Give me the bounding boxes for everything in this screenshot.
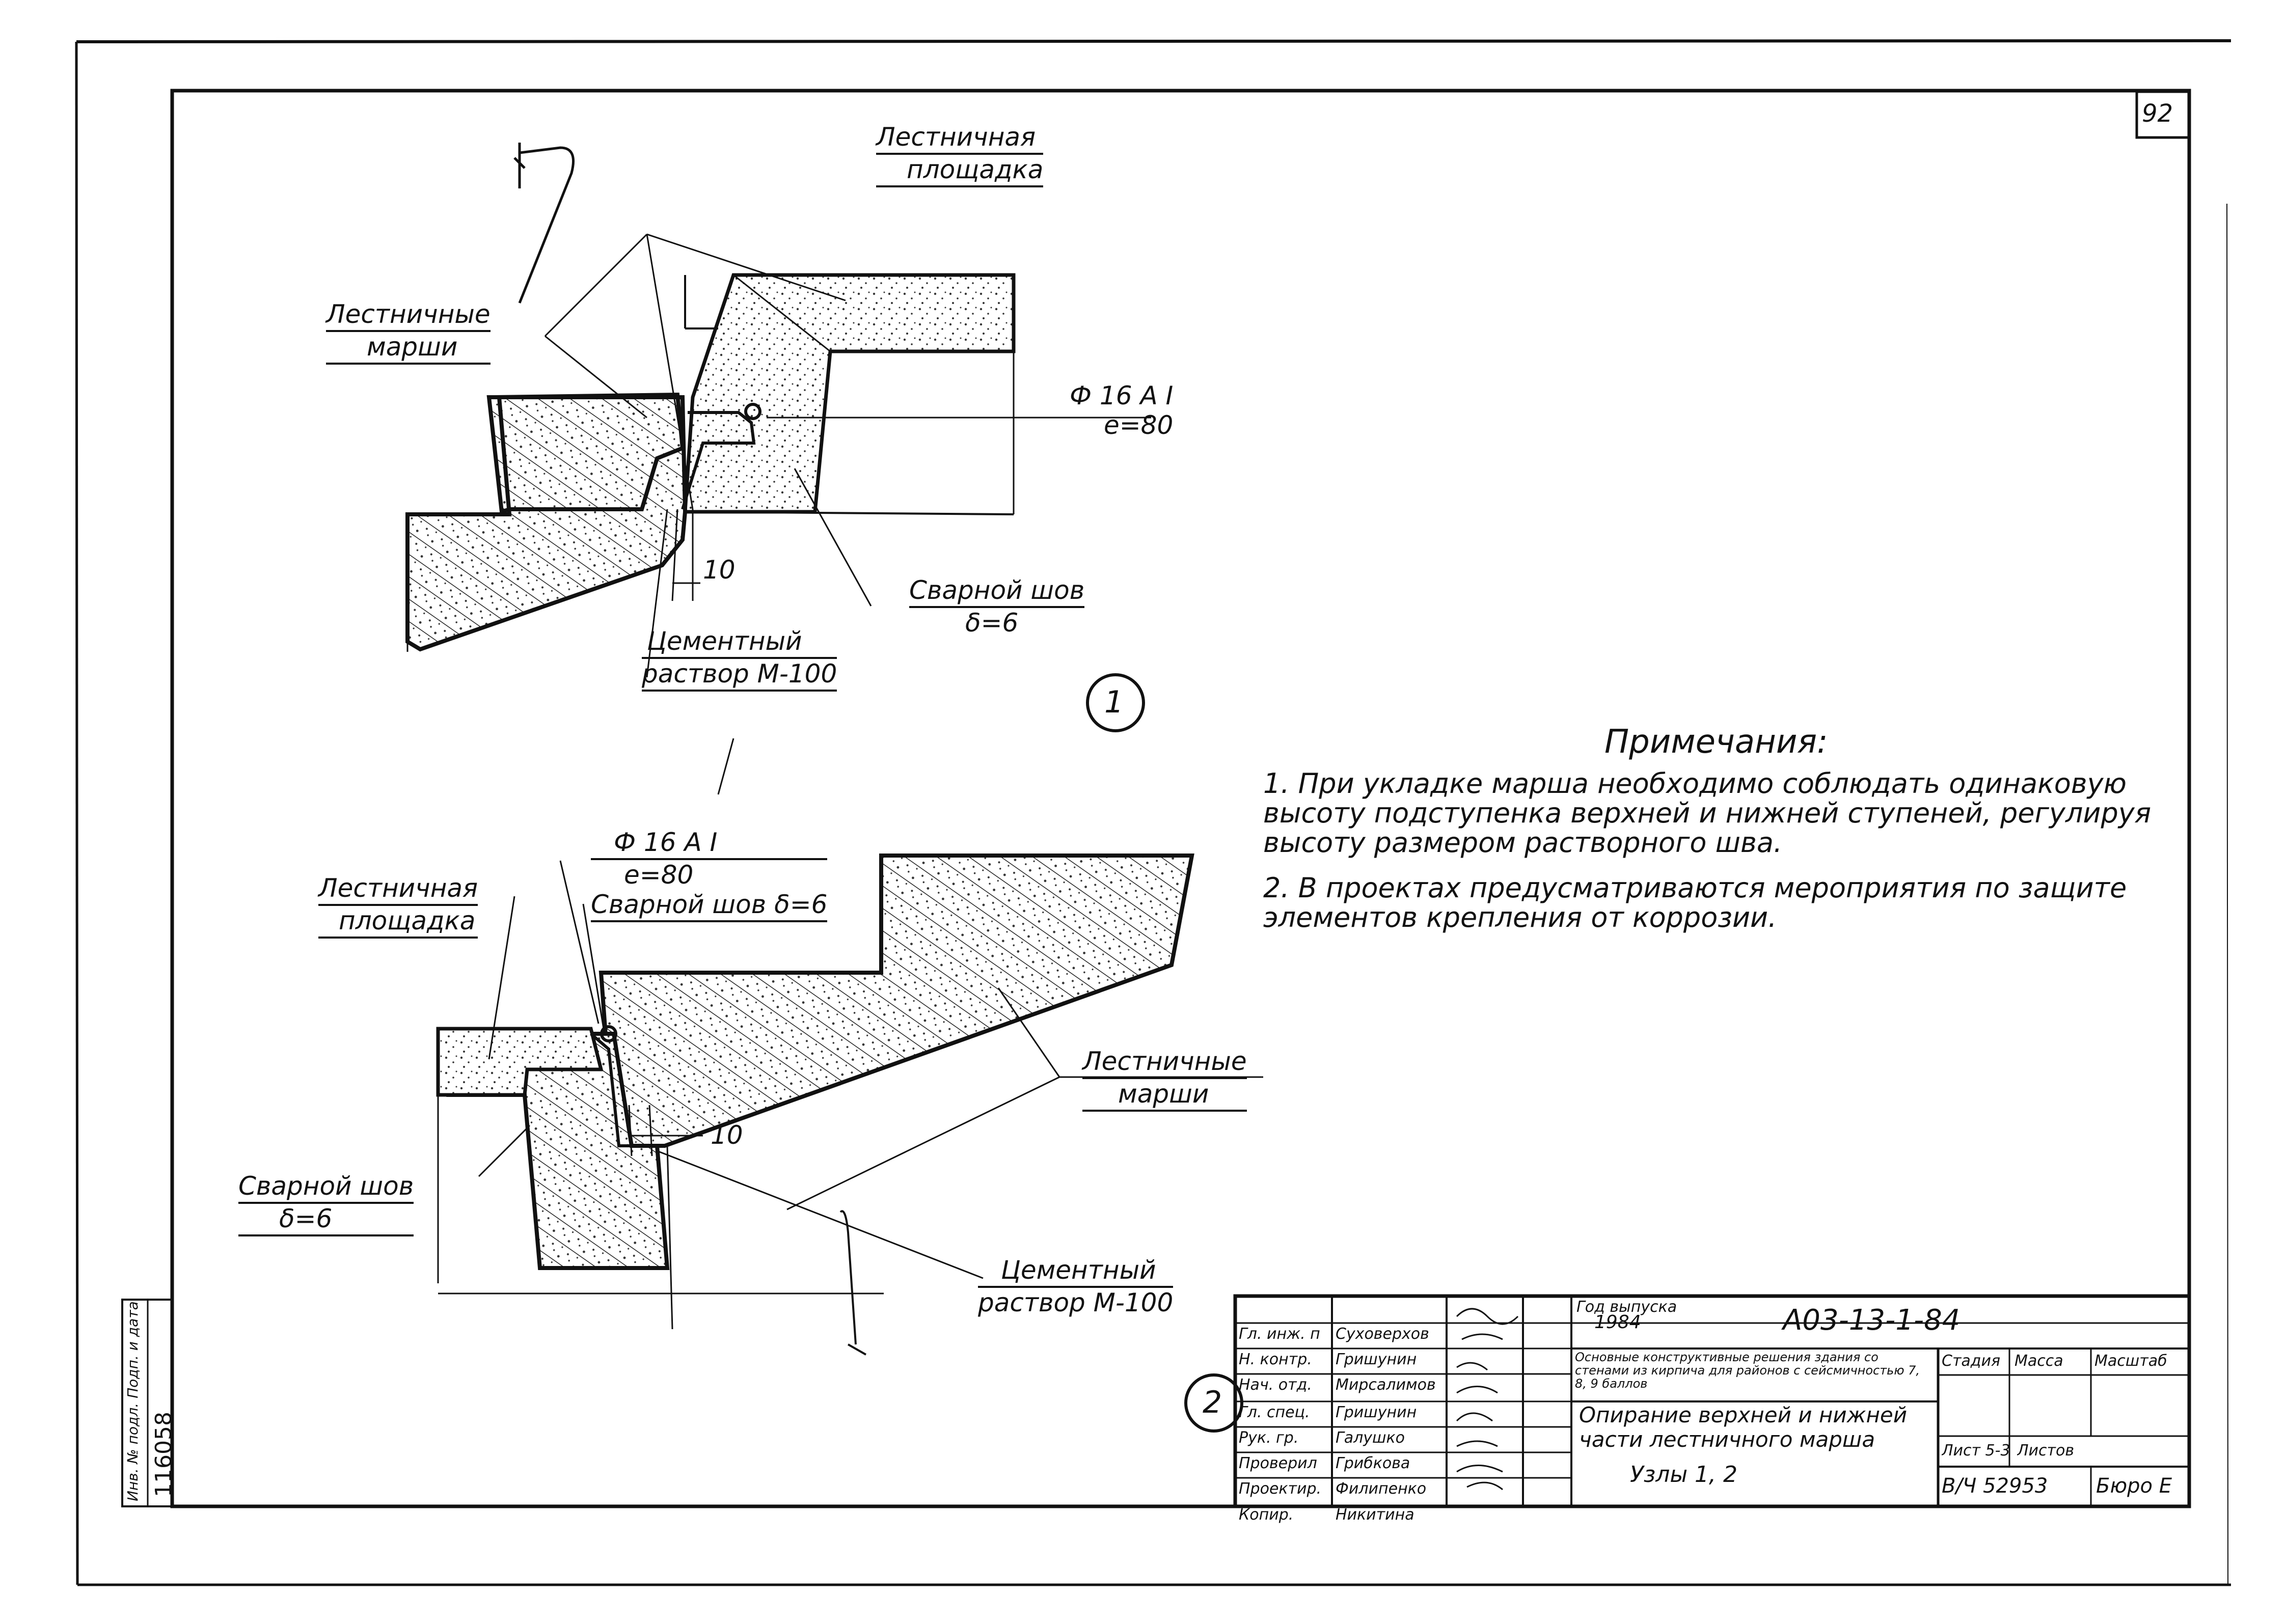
node2-rebar-line1: Ф 16 А I xyxy=(591,828,828,860)
page-number: 92 xyxy=(2142,99,2173,128)
node1-landing-line2: площадка xyxy=(876,155,1044,187)
node1-drawing xyxy=(405,143,1151,795)
tb-scale: Масштаб xyxy=(2094,1353,2167,1370)
node2-drawing xyxy=(436,854,1263,1433)
tb-role-6: Проектир. xyxy=(1239,1480,1322,1498)
node1-mortar-line2: раствор М-100 xyxy=(642,659,837,692)
tb-name-5: Грибкова xyxy=(1336,1455,1410,1472)
tb-bureau: Бюро Е xyxy=(2096,1474,2172,1498)
node2-landing-line1: Лестничная xyxy=(318,873,478,906)
node1-flights-line1: Лестничные xyxy=(326,299,491,332)
node2-flights-line2: марши xyxy=(1082,1079,1247,1112)
tb-nodes: Узлы 1, 2 xyxy=(1630,1462,1738,1488)
tb-stage: Стадия xyxy=(1942,1353,2001,1370)
node2-mortar-label: Цементный раствор М-100 xyxy=(978,1255,1174,1317)
node2-landing-line2: площадка xyxy=(318,906,478,939)
note-2: 2. В проектах предусматриваются мероприя… xyxy=(1263,872,2127,933)
tb-name-2: Мирсалимов xyxy=(1336,1377,1436,1394)
node1-mortar-label: Цементный раствор М-100 xyxy=(642,626,837,692)
node2-flights-label: Лестничные марши xyxy=(1082,1047,1247,1112)
note-1: 1. При укладке марша необходимо соблюдат… xyxy=(1263,767,2152,859)
node2-weld-line1: Сварной шов xyxy=(238,1171,414,1204)
node1-rebar-line2: е=80 xyxy=(1104,410,1174,440)
tb-sheet-title-line2: части лестничного марша xyxy=(1579,1427,1875,1452)
node2-weld-label: Сварной шов δ=6 xyxy=(238,1171,414,1236)
node1-rebar-label: Ф 16 А I е=80 xyxy=(1070,381,1173,440)
node1-landing-label: Лестничная площадка xyxy=(876,122,1044,187)
tb-name-6: Филипенко xyxy=(1336,1480,1427,1498)
title-block-grid xyxy=(1233,1294,2191,1508)
tb-role-7: Копир. xyxy=(1239,1506,1294,1524)
node2-landing-label: Лестничная площадка xyxy=(318,873,478,939)
tb-sheet-title-line1: Опирание верхней и нижней xyxy=(1579,1402,1908,1427)
tb-sheet-no: Лист 5-3 xyxy=(1942,1442,2010,1460)
tb-code: А03-13-1-84 xyxy=(1783,1304,1961,1337)
node1-number: 1 xyxy=(1104,684,1124,720)
tb-year-label: Год выпуска xyxy=(1576,1299,1677,1316)
tb-order: В/Ч 52953 xyxy=(1942,1474,2048,1498)
node2-flights-line1: Лестничные xyxy=(1082,1047,1247,1079)
node2-number: 2 xyxy=(1203,1385,1222,1420)
notes-title: Примечания: xyxy=(1604,723,1828,761)
tb-sheets: Листов xyxy=(2017,1442,2075,1460)
node1-weld-label: Сварной шов δ=6 xyxy=(909,575,1085,638)
node2-rebar-weld-label: Ф 16 А I е=80 Сварной шов δ=6 xyxy=(591,828,828,922)
node2-mortar-line2: раствор М-100 xyxy=(978,1288,1174,1317)
tb-name-7: Никитина xyxy=(1336,1506,1414,1524)
node2-weld-line2: δ=6 xyxy=(238,1204,414,1236)
tb-role-4: Рук. гр. xyxy=(1239,1429,1299,1447)
sheet-frame xyxy=(75,39,2231,1586)
node1-dimension: 10 xyxy=(703,555,736,585)
tb-sheet-title: Опирание верхней и нижней части лестничн… xyxy=(1579,1403,1907,1452)
node1-rebar-line1: Ф 16 А I xyxy=(1070,381,1174,410)
node1-weld-line1: Сварной шов xyxy=(909,575,1085,608)
tb-project-desc: Основные конструктивные решения здания с… xyxy=(1575,1351,1920,1390)
node1-weld-line2: δ=6 xyxy=(965,608,1019,638)
node1-landing-line1: Лестничная xyxy=(876,122,1044,155)
tb-mass: Масса xyxy=(2015,1353,2063,1370)
tb-year: 1984 xyxy=(1594,1314,1641,1331)
node2-mortar-line1: Цементный xyxy=(978,1255,1174,1288)
tb-name-4: Галушко xyxy=(1336,1429,1405,1447)
tb-role-5: Проверил xyxy=(1239,1455,1317,1472)
tb-name-1: Гришунин xyxy=(1336,1351,1417,1368)
node2-rebar-line2: е=80 xyxy=(624,860,694,890)
node1-flights-line2: марши xyxy=(326,332,491,365)
node1-mortar-line1: Цементный xyxy=(642,626,837,659)
tb-name-3: Гришунин xyxy=(1336,1404,1417,1421)
tb-name-0: Суховерхов xyxy=(1336,1326,1429,1343)
inventory-number: 116058 xyxy=(151,1412,177,1497)
tb-role-0: Гл. инж. п xyxy=(1239,1326,1320,1343)
tb-role-1: Н. контр. xyxy=(1239,1351,1312,1368)
node2-weld-top-line: Сварной шов δ=6 xyxy=(591,890,828,922)
tb-role-3: Гл. спец. xyxy=(1239,1404,1310,1421)
inventory-label: Инв. № подл. Подп. и дата xyxy=(124,1301,141,1501)
tb-role-2: Нач. отд. xyxy=(1239,1377,1312,1394)
node1-flights-label: Лестничные марши xyxy=(326,299,491,365)
node2-dimension: 10 xyxy=(711,1120,743,1150)
